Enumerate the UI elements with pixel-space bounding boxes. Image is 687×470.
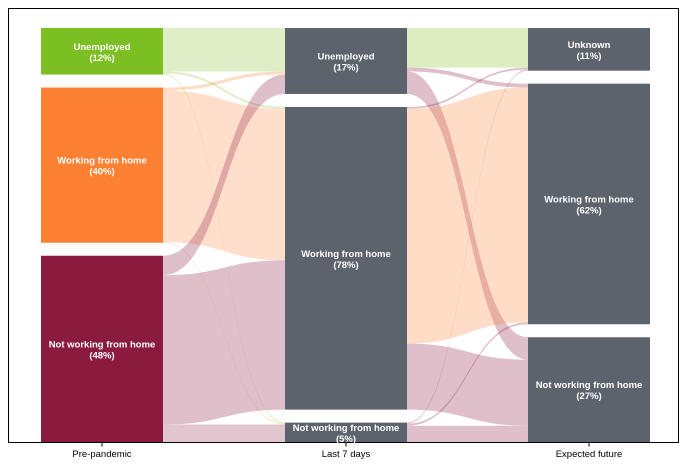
flow-link-last_unemployed-to-fut_wfh bbox=[407, 67, 528, 88]
node-bar-pre_unemployed bbox=[41, 28, 163, 75]
node-fut_unknown: Unknown(11%) bbox=[528, 28, 650, 71]
flow-link-pre_unemployed-to-last_unemployed bbox=[163, 28, 285, 72]
x-tick-label-1: Last 7 days bbox=[322, 449, 371, 460]
flow-link-last_unemployed-to-fut_not_wfh bbox=[407, 71, 528, 360]
flow-link-pre_not_wfh-to-last_wfh bbox=[163, 260, 285, 425]
x-tick-label-0: Pre-pandemic bbox=[72, 449, 131, 460]
node-pct-pre_not_wfh: (48%) bbox=[89, 350, 114, 361]
node-label-last_wfh: Working from home bbox=[301, 249, 391, 260]
flow-link-last_unemployed-to-fut_unknown bbox=[407, 28, 528, 68]
node-label-pre_not_wfh: Not working from home bbox=[49, 339, 156, 350]
x-tick-label-2: Expected future bbox=[556, 449, 623, 460]
node-pre_not_wfh: Not working from home(48%) bbox=[41, 255, 163, 442]
node-pct-fut_unknown: (11%) bbox=[577, 51, 602, 62]
node-last_not_wfh: Not working from home(5%) bbox=[285, 422, 407, 445]
node-bar-last_wfh bbox=[285, 106, 407, 410]
node-last_wfh: Working from home(78%) bbox=[285, 106, 407, 410]
node-pre_unemployed: Unemployed(12%) bbox=[41, 28, 163, 75]
node-bar-fut_unknown bbox=[528, 28, 650, 71]
node-bar-last_unemployed bbox=[285, 28, 407, 94]
flow-link-last_not_wfh-to-fut_unknown bbox=[407, 69, 528, 424]
node-pct-last_unemployed: (17%) bbox=[333, 62, 358, 73]
node-bar-fut_wfh bbox=[528, 83, 650, 325]
node-fut_wfh: Working from home(62%) bbox=[528, 83, 650, 325]
node-bar-last_not_wfh bbox=[285, 422, 407, 442]
node-label-fut_unknown: Unknown bbox=[568, 40, 611, 51]
links-layer bbox=[163, 28, 528, 442]
node-label-fut_not_wfh: Not working from home bbox=[536, 380, 643, 391]
flow-link-pre_unemployed-to-last_wfh bbox=[163, 71, 285, 109]
flow-link-pre_wfh-to-last_unemployed bbox=[163, 71, 285, 91]
nodes-layer: Unemployed(12%)Working from home(40%)Not… bbox=[41, 28, 650, 445]
flow-link-last_wfh-to-fut_not_wfh bbox=[407, 343, 528, 426]
node-pct-fut_wfh: (62%) bbox=[576, 205, 601, 216]
node-pct-last_wfh: (78%) bbox=[333, 260, 358, 271]
node-label-pre_unemployed: Unemployed bbox=[73, 42, 130, 53]
node-bar-pre_wfh bbox=[41, 87, 163, 243]
node-label-fut_wfh: Working from home bbox=[544, 194, 634, 205]
flow-link-pre_wfh-to-last_not_wfh bbox=[163, 241, 285, 425]
flow-link-last_not_wfh-to-fut_wfh bbox=[407, 322, 528, 426]
flow-link-pre_unemployed-to-last_not_wfh bbox=[163, 73, 285, 424]
node-pct-fut_not_wfh: (27%) bbox=[576, 391, 601, 402]
flow-link-last_not_wfh-to-fut_not_wfh bbox=[407, 425, 528, 442]
flow-link-pre_not_wfh-to-last_unemployed bbox=[163, 74, 285, 276]
node-label-pre_wfh: Working from home bbox=[57, 156, 147, 167]
node-bar-pre_not_wfh bbox=[41, 255, 163, 442]
node-bar-fut_not_wfh bbox=[528, 337, 650, 442]
flow-link-pre_not_wfh-to-last_not_wfh bbox=[163, 424, 285, 442]
x-axis: Pre-pandemic Last 7 days Expected future bbox=[72, 442, 623, 460]
node-label-last_not_wfh: Not working from home bbox=[293, 423, 400, 434]
node-pct-last_not_wfh: (5%) bbox=[336, 434, 356, 445]
flow-link-last_wfh-to-fut_wfh bbox=[407, 87, 528, 344]
node-pct-pre_wfh: (40%) bbox=[89, 167, 114, 178]
flow-link-last_wfh-to-fut_unknown bbox=[407, 67, 528, 109]
flow-link-pre_wfh-to-last_wfh bbox=[163, 90, 285, 261]
node-label-last_unemployed: Unemployed bbox=[317, 51, 374, 62]
node-pct-pre_unemployed: (12%) bbox=[89, 53, 114, 64]
node-fut_not_wfh: Not working from home(27%) bbox=[528, 337, 650, 442]
node-last_unemployed: Unemployed(17%) bbox=[285, 28, 407, 94]
node-pre_wfh: Working from home(40%) bbox=[41, 87, 163, 243]
